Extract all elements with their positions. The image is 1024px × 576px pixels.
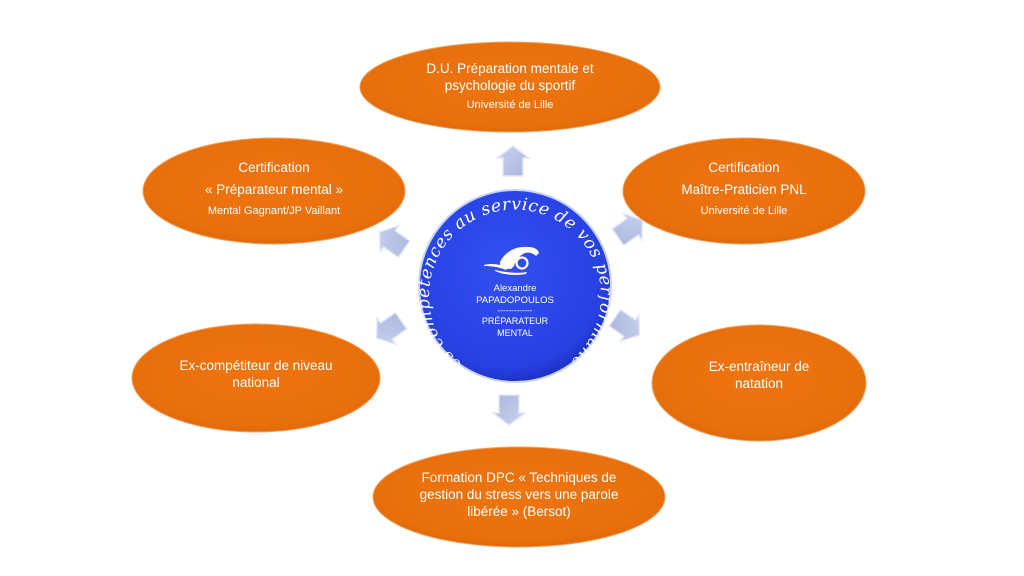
center-last-name: PAPADOPOULOS — [476, 295, 554, 306]
node-title-line: gestion du stress vers une parole — [420, 487, 619, 502]
arrow-up-left-icon — [378, 224, 411, 259]
node-subtitle: Mental Gagnant/JP Vaillant — [208, 205, 340, 217]
node-title-line: national — [232, 375, 279, 390]
node-title-line: Certification — [238, 160, 309, 175]
center-separator: ------------- — [498, 306, 533, 315]
node-title-line: Ex-entraîneur de — [709, 359, 810, 374]
arrow-up-icon — [494, 145, 532, 177]
node-formation-dpc: Formation DPC « Techniques de gestion du… — [372, 446, 666, 548]
node-certification-pnl: Certification Maître-Praticien PNL Unive… — [622, 137, 866, 245]
node-title-line: « Préparateur mental » — [205, 182, 343, 197]
node-title-line: D.U. Préparation mentale et — [426, 61, 594, 76]
node-du-preparation-mentale: D.U. Préparation mentale et psychologie … — [359, 41, 661, 133]
node-title-line: psychologie du sportif — [445, 78, 576, 93]
node-subtitle: Université de Lille — [467, 99, 554, 111]
node-title-line: natation — [735, 376, 783, 391]
center-role-line-2: MENTAL — [497, 328, 533, 338]
node-title-line: libérée » (Bersot) — [467, 504, 571, 519]
node-title-line: Maître-Praticien PNL — [681, 182, 807, 197]
arrow-down-left-icon — [375, 311, 408, 346]
node-subtitle: Université de Lille — [701, 205, 788, 217]
node-title-line: Ex-compétiteur de niveau — [179, 358, 332, 373]
arrow-down-icon — [490, 394, 528, 426]
node-title-line: Formation DPC « Techniques de — [422, 470, 617, 485]
center-first-name: Alexandre — [494, 283, 537, 294]
swimmer-icon — [484, 246, 539, 275]
node-ex-entraineur: Ex-entraîneur de natation — [651, 324, 867, 442]
arrow-down-right-icon — [608, 308, 641, 343]
center-role-line-1: PRÉPARATEUR — [482, 316, 549, 326]
node-ex-competiteur: Ex-compétiteur de niveau national — [131, 323, 381, 433]
node-certification-preparateur: Certification « Préparateur mental » Men… — [142, 137, 406, 245]
arrows — [375, 145, 644, 426]
node-title-line: Certification — [708, 160, 779, 175]
arrow-up-right-icon — [611, 212, 644, 247]
